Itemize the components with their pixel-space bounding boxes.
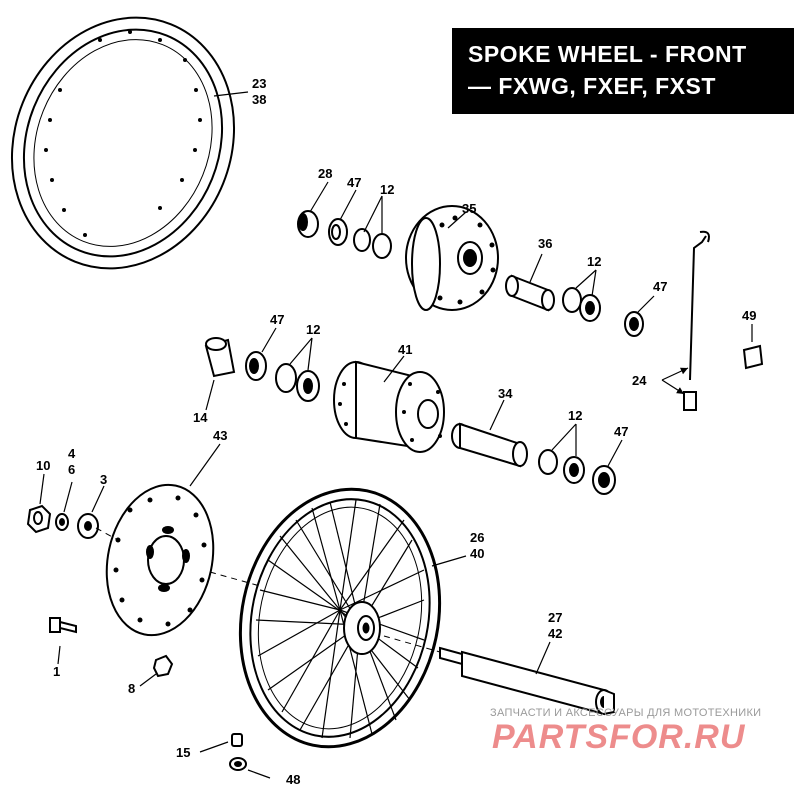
callout-41: 41 — [398, 342, 412, 357]
spoke-wheel-26-40 — [238, 487, 442, 749]
rim-part — [10, 16, 236, 270]
callout-24: 24 — [632, 373, 647, 388]
bearing-cup-28 — [297, 210, 319, 238]
bolt-1 — [49, 617, 77, 634]
diagram-title: SPOKE WHEEL - FRONT — FXWG, FXEF, FXST — [452, 28, 794, 114]
cup-14 — [204, 337, 236, 378]
assembly-centerlines — [95, 527, 261, 587]
callout-40: 40 — [470, 546, 484, 561]
title-line-1: SPOKE WHEEL - FRONT — [468, 41, 747, 67]
washer-3 — [77, 513, 99, 539]
callout-38: 38 — [252, 92, 266, 107]
callout-26: 26 — [470, 530, 484, 545]
callout-23: 23 — [252, 76, 266, 91]
callout-35: 35 — [462, 201, 476, 216]
cap-49 — [742, 344, 764, 370]
part-15 — [231, 733, 243, 747]
nut-10 — [26, 504, 52, 534]
watermark-subtitle: ЗАПЧАСТИ И АКСЕССУАРЫ ДЛЯ МОТОТЕХНИКИ — [490, 707, 762, 719]
seal-47-middle — [245, 351, 267, 381]
title-line-2: — FXWG, FXEF, FXST — [468, 73, 716, 99]
callout-43: 43 — [213, 428, 227, 443]
bearing-12-middle — [275, 363, 320, 402]
bearing-12-upper-right — [562, 287, 601, 322]
callout-27: 27 — [548, 610, 562, 625]
callout-10: 10 — [36, 458, 50, 473]
watermark-brand: PARTSFOR.RU — [492, 718, 746, 756]
axle-27-42 — [439, 646, 615, 716]
spacer-36 — [505, 274, 555, 312]
nut-48 — [229, 757, 247, 771]
callout-48: 48 — [286, 772, 300, 787]
washer-4-6 — [55, 513, 69, 531]
callout-47-b: 47 — [653, 279, 667, 294]
callout-6: 6 — [68, 462, 75, 477]
callout-12-b: 12 — [587, 254, 601, 269]
callout-47-d: 47 — [614, 424, 628, 439]
leader-23-38 — [213, 91, 249, 97]
seal-47-lower — [592, 465, 616, 495]
callout-47-c: 47 — [270, 312, 284, 327]
brake-disc-43 — [105, 483, 215, 637]
callout-3: 3 — [100, 472, 107, 487]
callout-15: 15 — [176, 745, 190, 760]
callout-12-a: 12 — [380, 182, 394, 197]
callout-1: 1 — [53, 664, 60, 679]
drive-cable-24 — [683, 230, 710, 411]
callout-47-a: 47 — [347, 175, 361, 190]
callout-34: 34 — [498, 386, 513, 401]
seal-47-upper — [328, 218, 348, 246]
callout-4: 4 — [68, 446, 76, 461]
callout-36: 36 — [538, 236, 552, 251]
nut-8 — [152, 654, 174, 678]
callout-12-c: 12 — [306, 322, 320, 337]
axle-spacer-34 — [451, 422, 528, 468]
callout-12-d: 12 — [568, 408, 582, 423]
bearing-12-upper-left — [353, 228, 392, 259]
callout-8: 8 — [128, 681, 135, 696]
callout-14: 14 — [193, 410, 208, 425]
bearing-12-lower — [538, 449, 585, 484]
callout-28: 28 — [318, 166, 332, 181]
seal-47-right — [624, 311, 644, 337]
hub-flange-35 — [405, 205, 499, 311]
hub-41 — [333, 360, 445, 453]
callout-42: 42 — [548, 626, 562, 641]
callout-49: 49 — [742, 308, 756, 323]
